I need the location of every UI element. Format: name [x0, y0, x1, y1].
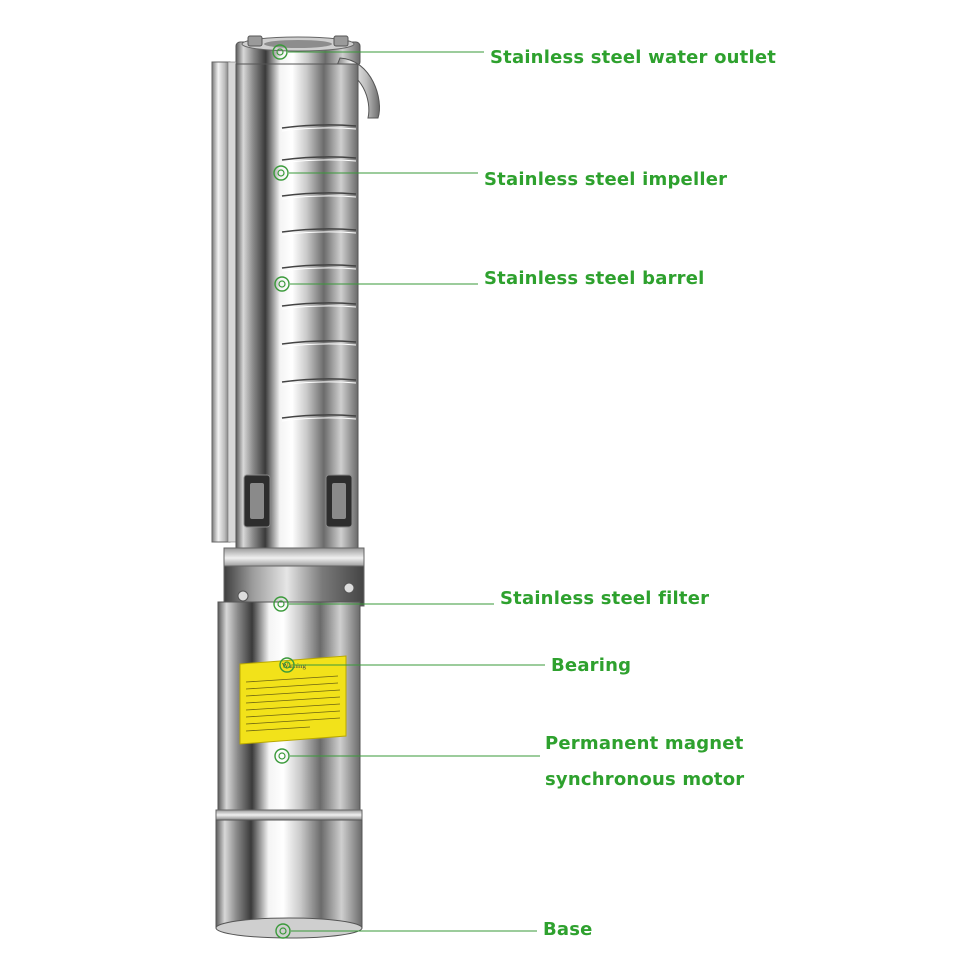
impeller-stage-highlight [281, 231, 357, 236]
impeller-stage-highlight [281, 417, 357, 422]
label-water-outlet: Stainless steel water outlet [490, 47, 777, 68]
impeller-stage-ring [281, 378, 357, 383]
water-outlet-cap [235, 35, 361, 67]
callout-marker-inner-base [279, 927, 287, 935]
callout-marker-filter [273, 596, 289, 612]
motor-body [215, 601, 363, 939]
impeller-stage-ring [281, 264, 357, 269]
impeller-stage-ring [281, 156, 357, 161]
callout-marker-outlet [272, 44, 288, 60]
callout-marker-inner-impeller [277, 169, 285, 177]
callout-bearing [279, 657, 545, 673]
callout-marker-inner-outlet [276, 48, 284, 56]
impeller-stage-ring [281, 228, 357, 233]
callout-leaders [272, 44, 545, 939]
label-impeller: Stainless steel impeller [484, 169, 728, 190]
impeller-stage-highlight [281, 267, 357, 272]
callout-marker-inner-motor [278, 752, 286, 760]
callout-filter [273, 596, 494, 612]
label-motor-line2: synchronous motor [545, 769, 745, 790]
filter-band [223, 547, 365, 607]
label-filter: Stainless steel filter [500, 588, 710, 609]
impeller-stage-highlight [281, 159, 357, 164]
callout-base [275, 923, 537, 939]
callout-impeller [273, 165, 478, 181]
callout-marker-base [275, 923, 291, 939]
callout-marker-impeller [273, 165, 289, 181]
callout-barrel [274, 276, 478, 292]
impeller-stage-ring [281, 302, 357, 307]
callout-marker-inner-barrel [278, 280, 286, 288]
impeller-stage-ring [281, 340, 357, 345]
callout-marker-motor [274, 748, 290, 764]
label-motor-line1: Permanent magnet [545, 733, 744, 754]
callout-marker-inner-bearing [283, 661, 291, 669]
impeller-stage-rings [281, 124, 357, 422]
callout-marker-bearing [279, 657, 295, 673]
impeller-stage-highlight [281, 195, 357, 200]
warning-sticker-fineprint [245, 675, 341, 732]
label-barrel: Stainless steel barrel [484, 268, 705, 289]
impeller-stage-highlight [281, 305, 357, 310]
impeller-stage-highlight [281, 343, 357, 348]
impeller-stage-highlight [281, 381, 357, 386]
intake-windows [243, 474, 353, 528]
callout-motor [274, 748, 540, 764]
callout-marker-inner-filter [277, 600, 285, 608]
callout-outlet [272, 44, 484, 60]
callout-marker-barrel [274, 276, 290, 292]
label-bearing: Bearing [551, 655, 632, 676]
label-base: Base [543, 919, 593, 940]
impeller-stage-highlight [281, 127, 357, 132]
impeller-stage-ring [281, 124, 357, 129]
impeller-stage-ring [281, 414, 357, 419]
impeller-stage-ring [281, 192, 357, 197]
